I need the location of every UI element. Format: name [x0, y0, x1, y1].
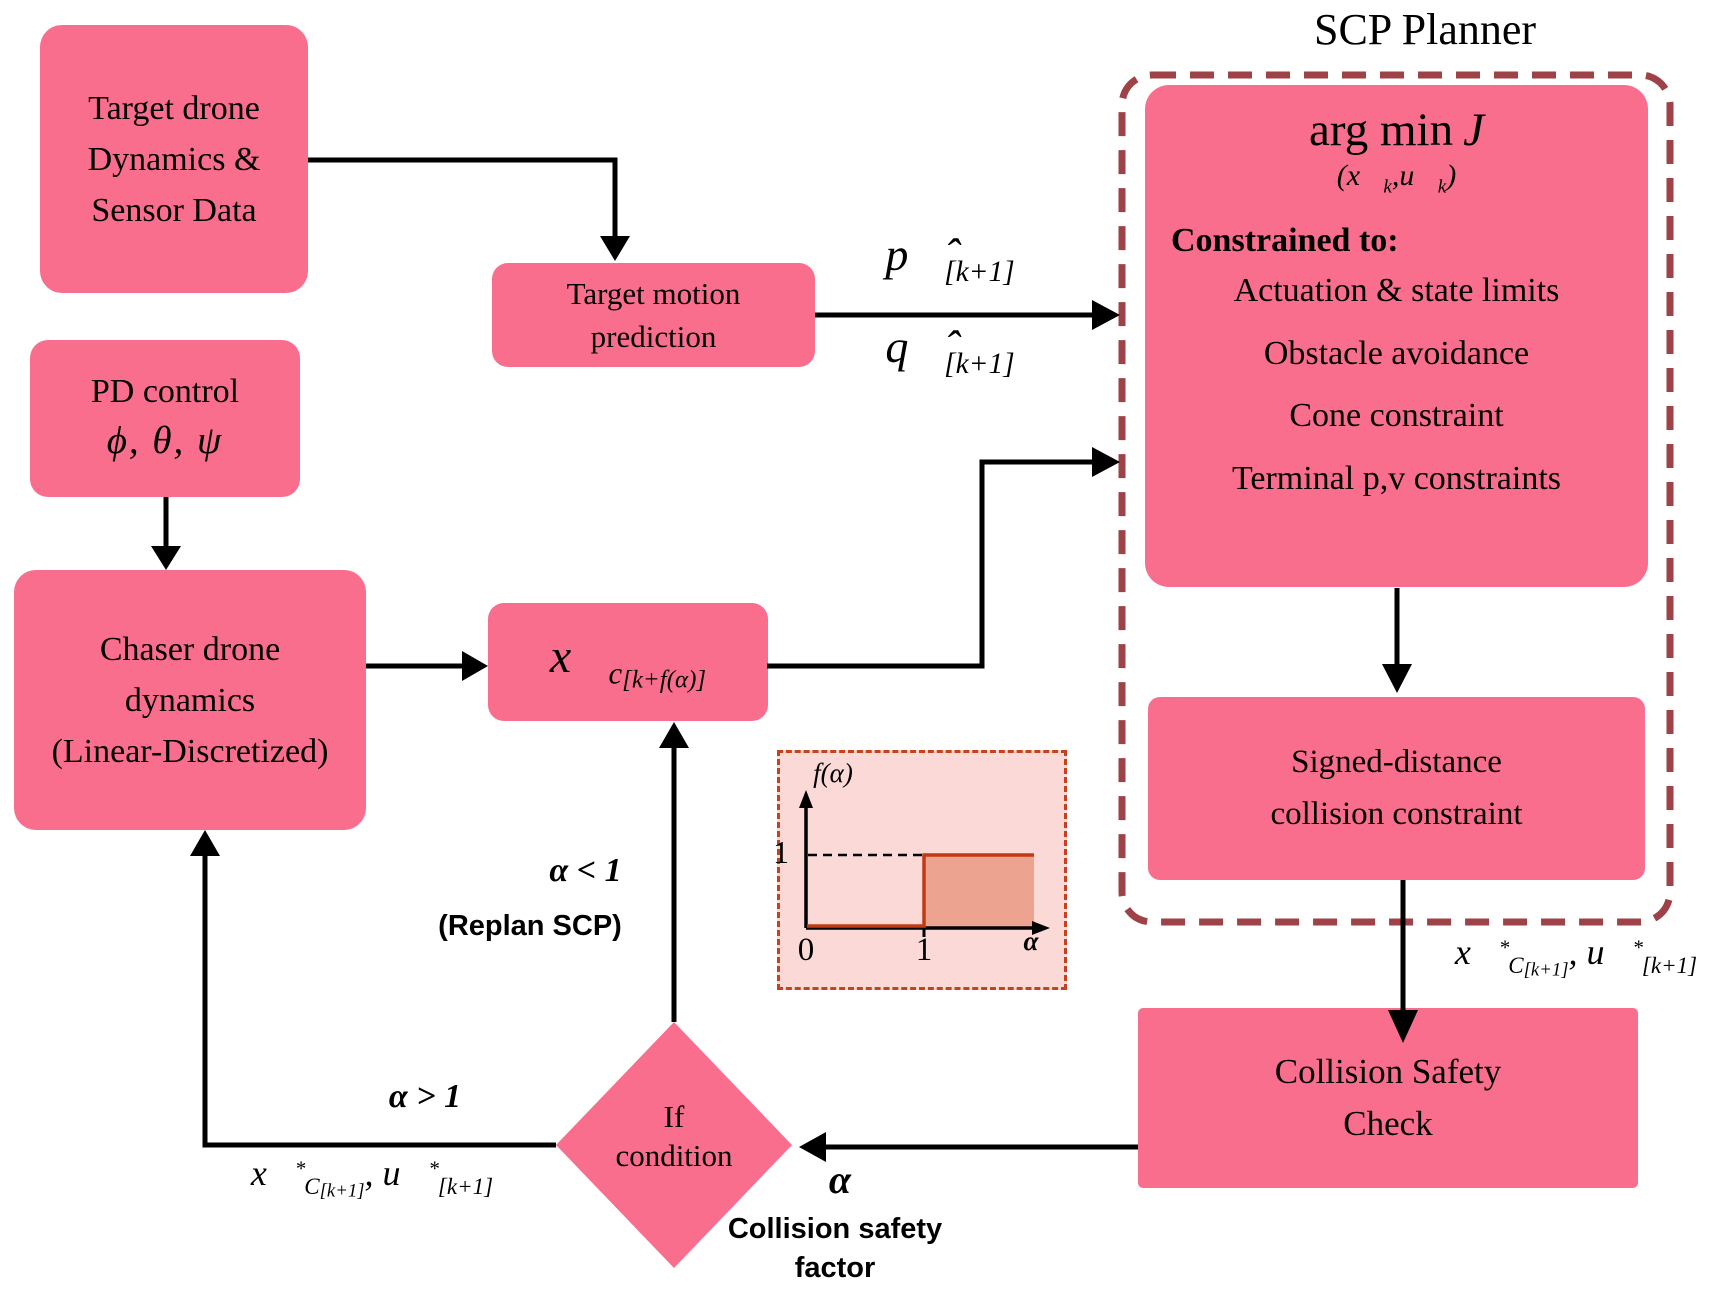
alpha-greater-than-one-label: α > 1 [388, 1078, 462, 1115]
arrow-targetdrone-to-prediction [308, 157, 618, 238]
constrained-to-label: Constrained to: [1171, 221, 1399, 259]
arrowhead-into-chaser-top [151, 546, 181, 570]
target-motion-line1: Target motion [566, 275, 741, 311]
target-drone-line3: Sensor Data [91, 191, 257, 229]
pd-control-box: PD control ϕ, θ, ψ [30, 340, 300, 497]
alpha-less-than-one-label: α < 1 [549, 852, 622, 889]
alpha-signal-label: α [828, 1157, 852, 1202]
target-motion-prediction-box: Target motion prediction [492, 263, 815, 367]
signed-distance-box: Signed-distance collision constraint [1148, 697, 1645, 880]
if-condition-line2: condition [615, 1137, 733, 1173]
chaser-line3: (Linear-Discretized) [51, 732, 329, 770]
arrowhead-into-state-bottom [659, 722, 689, 748]
arrowhead-into-chaser-bottom [190, 830, 220, 856]
p-hat-label: p⃗̂[k+1] [885, 229, 1015, 289]
chaser-state-box: x⃗c[k+f(α)] [488, 603, 768, 721]
collision-factor-line2: factor [794, 1252, 876, 1285]
arrowhead-into-state [462, 651, 488, 681]
pd-control-angles: ϕ, θ, ψ [106, 419, 224, 463]
if-condition-line1: If [663, 1099, 685, 1134]
constraint-item-obstacle: Obstacle avoidance [1263, 334, 1530, 372]
replan-scp-label: (Replan SCP) [438, 910, 622, 942]
chaser-line2: dynamics [124, 681, 256, 719]
constraint-item-actuation: Actuation & state limits [1233, 271, 1560, 309]
chaser-dynamics-box: Chaser drone dynamics (Linear-Discretize… [14, 570, 366, 830]
collision-factor-line1: Collision safety [727, 1213, 943, 1245]
inset-ytick-1: 1 [773, 834, 789, 870]
arrow-state-to-scp [767, 459, 1094, 669]
arrowhead-into-prediction [600, 236, 630, 261]
collision-check-line2: Check [1343, 1104, 1433, 1143]
if-condition-text: If condition [574, 1098, 774, 1176]
target-drone-box: Target drone Dynamics & Sensor Data [40, 25, 308, 293]
constraint-item-cone: Cone constraint [1289, 397, 1504, 435]
arrowhead-into-scp-top [1092, 300, 1120, 330]
collision-safety-check-box: Collision Safety Check [1138, 1008, 1638, 1188]
optimal-xu-label-right: x⃗*C[k+1], u⃗*[k+1] [1454, 932, 1698, 981]
optimal-xu-label-left: x⃗*C[k+1], u⃗*[k+1] [250, 1153, 494, 1202]
collision-check-line1: Collision Safety [1274, 1051, 1502, 1091]
target-drone-line2: Dynamics & [87, 140, 261, 178]
collision-safety-factor-label: Collision safety factor [695, 1210, 975, 1288]
q-hat-label: q⃗̂[k+1] [885, 321, 1015, 381]
argmin-operator: arg min [1309, 104, 1454, 156]
arrowhead-into-signed [1382, 664, 1412, 693]
inset-xtick-1: 1 [915, 932, 933, 968]
chaser-line1: Chaser drone [99, 630, 281, 668]
signed-distance-line2: collision constraint [1270, 795, 1523, 832]
target-motion-line2: prediction [590, 319, 717, 354]
arrowhead-into-scp-mid [1092, 447, 1120, 477]
pd-control-label: PD control [90, 373, 240, 411]
signed-distance-line1: Signed-distance [1291, 744, 1502, 781]
chaser-state-math: x⃗c[k+f(α)] [549, 630, 707, 694]
inset-ylabel: f(α) [813, 758, 853, 788]
inset-xtick-0: 0 [797, 932, 815, 968]
scp-planner-title: SCP Planner [1313, 5, 1537, 54]
constraint-item-terminal: Terminal p,v constraints [1231, 459, 1562, 497]
target-drone-line1: Target drone [88, 89, 260, 127]
cost-function-symbol: J [1463, 104, 1484, 156]
inset-xlabel: α [1023, 926, 1039, 956]
argmin-variables: (x⃗k,u⃗k) [1336, 158, 1457, 197]
